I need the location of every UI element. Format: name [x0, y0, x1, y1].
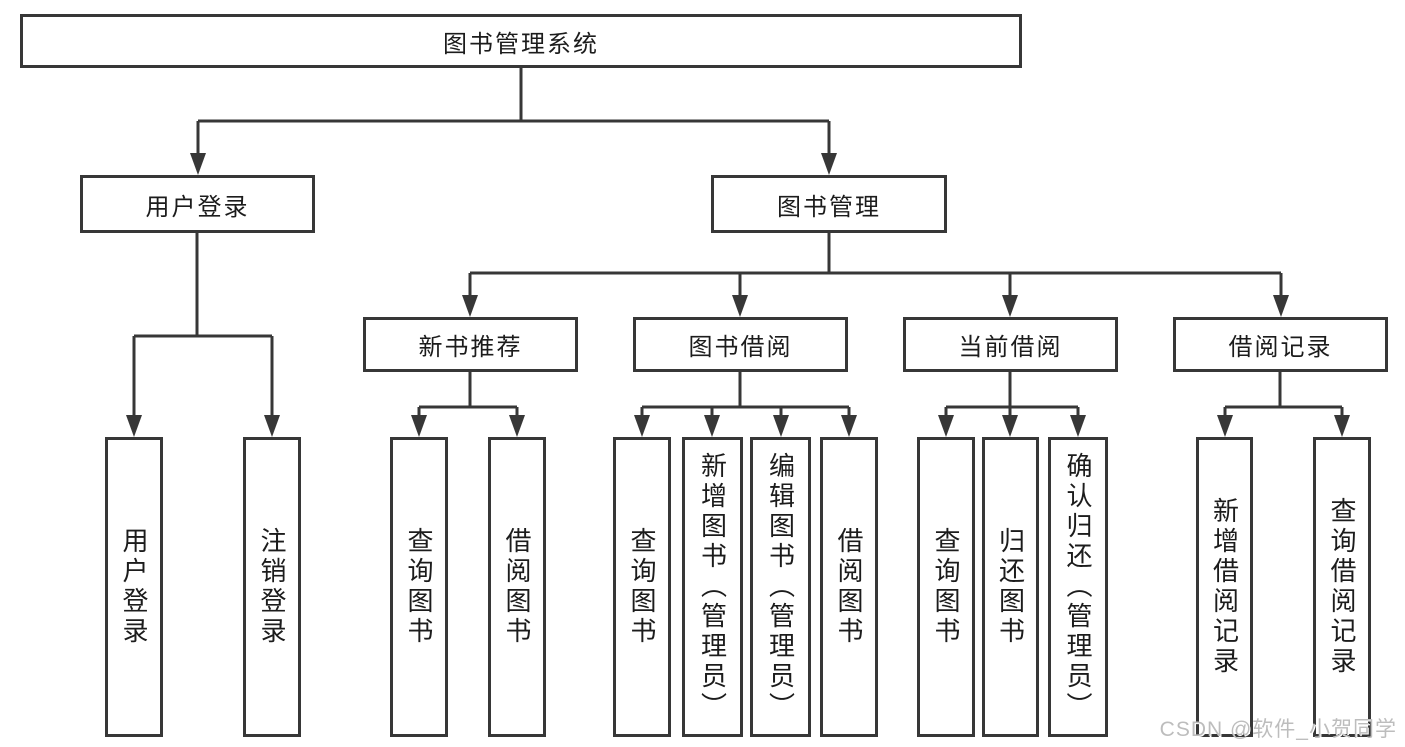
leaf-query-books-recommend: 查询图书	[390, 437, 448, 737]
node-borrow-records: 借阅记录	[1173, 317, 1388, 372]
node-current-borrow: 当前借阅	[903, 317, 1118, 372]
node-user-login: 用户登录	[80, 175, 315, 233]
leaf-edit-book-admin: 编辑图书（管理员）	[750, 437, 811, 737]
leaf-user-login: 用户登录	[105, 437, 163, 737]
leaf-query-borrow-record: 查询借阅记录	[1313, 437, 1371, 737]
leaf-logout: 注销登录	[243, 437, 301, 737]
node-library-system: 图书管理系统	[20, 14, 1022, 68]
leaf-query-books-borrow: 查询图书	[613, 437, 671, 737]
leaf-borrow-books: 借阅图书	[820, 437, 878, 737]
arrowhead-icons	[126, 153, 1350, 437]
leaf-confirm-return-admin: 确认归还（管理员）	[1048, 437, 1108, 737]
node-book-borrow: 图书借阅	[633, 317, 848, 372]
node-new-book-recommend: 新书推荐	[363, 317, 578, 372]
watermark: CSDN @软件_小贺同学	[1159, 718, 1397, 741]
node-book-management: 图书管理	[711, 175, 947, 233]
leaf-return-book: 归还图书	[982, 437, 1039, 737]
leaf-add-book-admin: 新增图书（管理员）	[682, 437, 743, 737]
leaf-add-borrow-record: 新增借阅记录	[1196, 437, 1253, 737]
leaf-query-books-current: 查询图书	[917, 437, 975, 737]
leaf-borrow-books-recommend: 借阅图书	[488, 437, 546, 737]
